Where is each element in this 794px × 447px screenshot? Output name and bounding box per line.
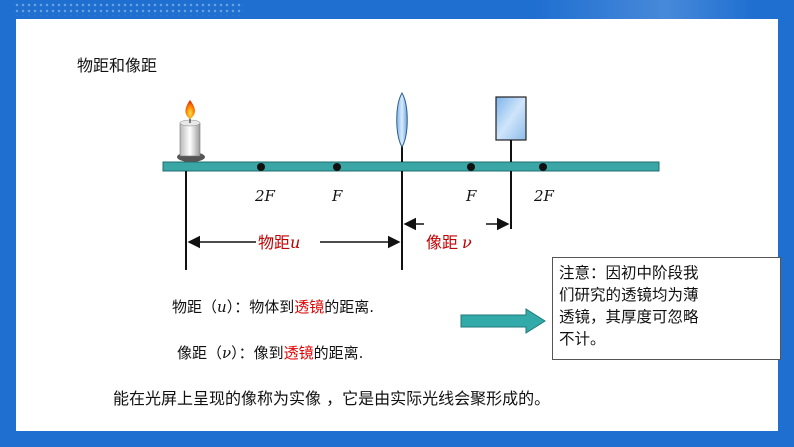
note-line: 们研究的透镜均为薄 (559, 286, 699, 304)
note-line: 不计。 (559, 330, 606, 348)
label-right-f: F (465, 187, 477, 205)
focal-point-right-f (467, 163, 475, 171)
convex-lens (396, 92, 408, 162)
label-left-2f: 2F (254, 187, 276, 205)
candle-icon (177, 100, 205, 162)
top-decorative-band (0, 0, 794, 19)
focal-point-right-2f (539, 163, 547, 171)
highlight-lens-term: 透镜 (283, 344, 314, 362)
content-area (16, 19, 778, 431)
highlight-lens-term: 透镜 (294, 298, 325, 316)
note-line: 注意：因初中阶段我 (559, 264, 699, 282)
light-screen (495, 96, 527, 162)
note-box: 注意：因初中阶段我 们研究的透镜均为薄 透镜，其厚度可忽略 不计。 (552, 257, 781, 360)
bottom-border (0, 431, 794, 447)
real-image-statement: 能在光屏上呈现的像称为实像 ，它是由实际光线会聚形成的。 (113, 389, 551, 408)
label-right-2f: 2F (533, 187, 555, 205)
optical-bench-rail (162, 161, 660, 172)
right-border (778, 19, 794, 447)
object-distance-label: 物距u (258, 233, 300, 252)
pointer-arrow-icon (460, 308, 546, 334)
label-left-f: F (331, 187, 343, 205)
left-border (0, 19, 16, 447)
note-line: 透镜，其厚度可忽略 (559, 308, 699, 326)
image-distance-definition: 像距（ν）：像到透镜的距离. (177, 344, 364, 362)
band-highlight (534, 0, 754, 19)
dot-pattern (14, 2, 244, 16)
focal-point-left-2f (257, 163, 265, 171)
slide-title: 物距和像距 (77, 56, 158, 75)
object-distance-definition: 物距（u）：物体到透镜的距离. (172, 298, 374, 316)
focal-point-left-f (333, 163, 341, 171)
